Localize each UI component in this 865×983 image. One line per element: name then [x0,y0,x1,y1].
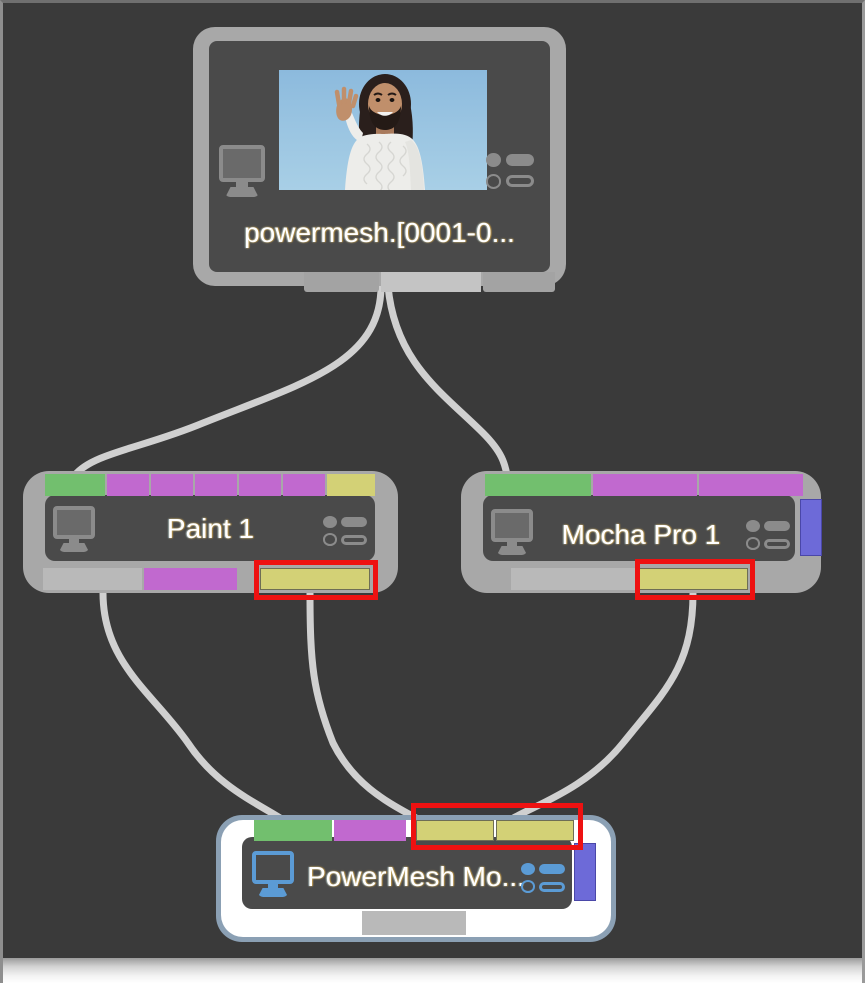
thumbnail-person [334,74,425,190]
settings-list-icon[interactable] [323,515,367,547]
node-source-clip[interactable]: powermesh.[0001-0... [193,27,566,292]
settings-icon-dot-filled [521,862,536,875]
powermesh-input-port-yellow-2[interactable] [496,820,574,841]
monitor-icon-neck [267,883,279,889]
mocha-output-port-yellow[interactable] [638,568,748,590]
node-graph-canvas[interactable]: powermesh.[0001-0... [3,3,862,958]
settings-icon-row-1 [486,152,534,168]
connection-wires [71,282,697,829]
settings-icon-row-2 [486,173,534,189]
monitor-icon-screen [491,509,533,543]
settings-icon-bar-filled [539,863,565,874]
node-paint-body [45,495,375,561]
window-bottom-strip [0,958,865,983]
paint-input-port-2[interactable] [107,474,149,496]
paint-output-port-purple[interactable] [144,568,237,590]
node-paint-title: Paint 1 [166,513,255,544]
mocha-input-port-3[interactable] [699,474,803,496]
clip-thumbnail[interactable] [279,70,487,190]
node-powermesh-module[interactable]: PowerMesh Mo... [216,815,616,942]
node-mocha-pro-1[interactable]: Mocha Pro 1 [461,471,822,593]
monitor-icon-base [257,887,289,897]
powermesh-input-port-green[interactable] [254,820,332,841]
paint-output-port-yellow[interactable] [260,568,370,590]
monitor-icon-screen [219,145,265,183]
settings-icon-dot-filled [486,152,502,168]
settings-icon-bar-filled [764,520,790,531]
monitor-icon-screen [53,506,95,540]
powermesh-output-port-active[interactable] [362,911,466,935]
source-output-port-active[interactable] [381,272,481,292]
settings-icon-dot-filled [323,515,338,528]
settings-icon-bar-outline [764,538,790,549]
settings-icon-row-2 [323,533,367,546]
settings-icon-dot-outline [746,537,761,550]
paint-input-port-3[interactable] [151,474,193,496]
mocha-input-port-1[interactable] [485,474,591,496]
powermesh-output-port-3[interactable] [468,911,592,935]
source-output-port-1[interactable] [304,272,379,292]
monitor-icon-base [58,542,90,552]
settings-list-icon[interactable] [746,519,790,551]
monitor-icon [219,145,265,197]
settings-icon-dot-outline [521,880,536,893]
monitor-icon-neck [68,538,80,544]
settings-icon-row-2 [746,537,790,550]
settings-icon-bar-filled [341,516,367,527]
powermesh-input-port-purple[interactable] [334,820,406,841]
settings-icon-dot-filled [746,519,761,532]
paint-input-port-1[interactable] [45,474,105,496]
mocha-side-tab[interactable] [800,499,822,556]
settings-icon-row-1 [323,515,367,528]
monitor-icon [491,509,533,555]
monitor-icon-base [225,186,259,197]
monitor-icon-base [496,545,528,555]
node-paint-1[interactable]: Paint 1 [23,471,398,593]
settings-icon-dot-outline [486,173,502,189]
settings-icon-row-1 [746,519,790,532]
settings-icon-bar-outline [539,881,565,892]
settings-icon-row-2 [521,880,565,893]
monitor-icon [252,851,294,897]
powermesh-side-tab[interactable] [574,843,596,901]
paint-input-port-4[interactable] [195,474,237,496]
settings-list-icon[interactable] [521,862,565,894]
monitor-icon-screen [252,851,294,885]
powermesh-output-port-1[interactable] [238,911,360,935]
paint-input-port-5[interactable] [239,474,281,496]
node-source-title: powermesh.[0001-0... [244,217,515,248]
monitor-icon [53,506,95,552]
settings-icon-bar-filled [506,153,534,167]
monitor-icon-neck [506,541,518,547]
powermesh-input-port-yellow-1[interactable] [416,820,494,841]
paint-input-port-7[interactable] [327,474,375,496]
monitor-icon-neck [236,181,248,188]
node-mocha-title: Mocha Pro 1 [561,519,721,550]
paint-input-port-6[interactable] [283,474,325,496]
node-mocha-body [483,495,795,561]
settings-icon-row-1 [521,862,565,875]
settings-list-icon[interactable] [486,152,534,190]
settings-icon-bar-outline [506,175,534,188]
mocha-output-port-grey[interactable] [511,568,664,590]
node-powermesh-title: PowerMesh Mo... [307,861,525,892]
mocha-input-port-2[interactable] [593,474,697,496]
settings-icon-bar-outline [341,534,367,545]
source-output-port-3[interactable] [483,272,555,292]
settings-icon-dot-outline [323,533,338,546]
paint-output-port-grey[interactable] [43,568,142,590]
